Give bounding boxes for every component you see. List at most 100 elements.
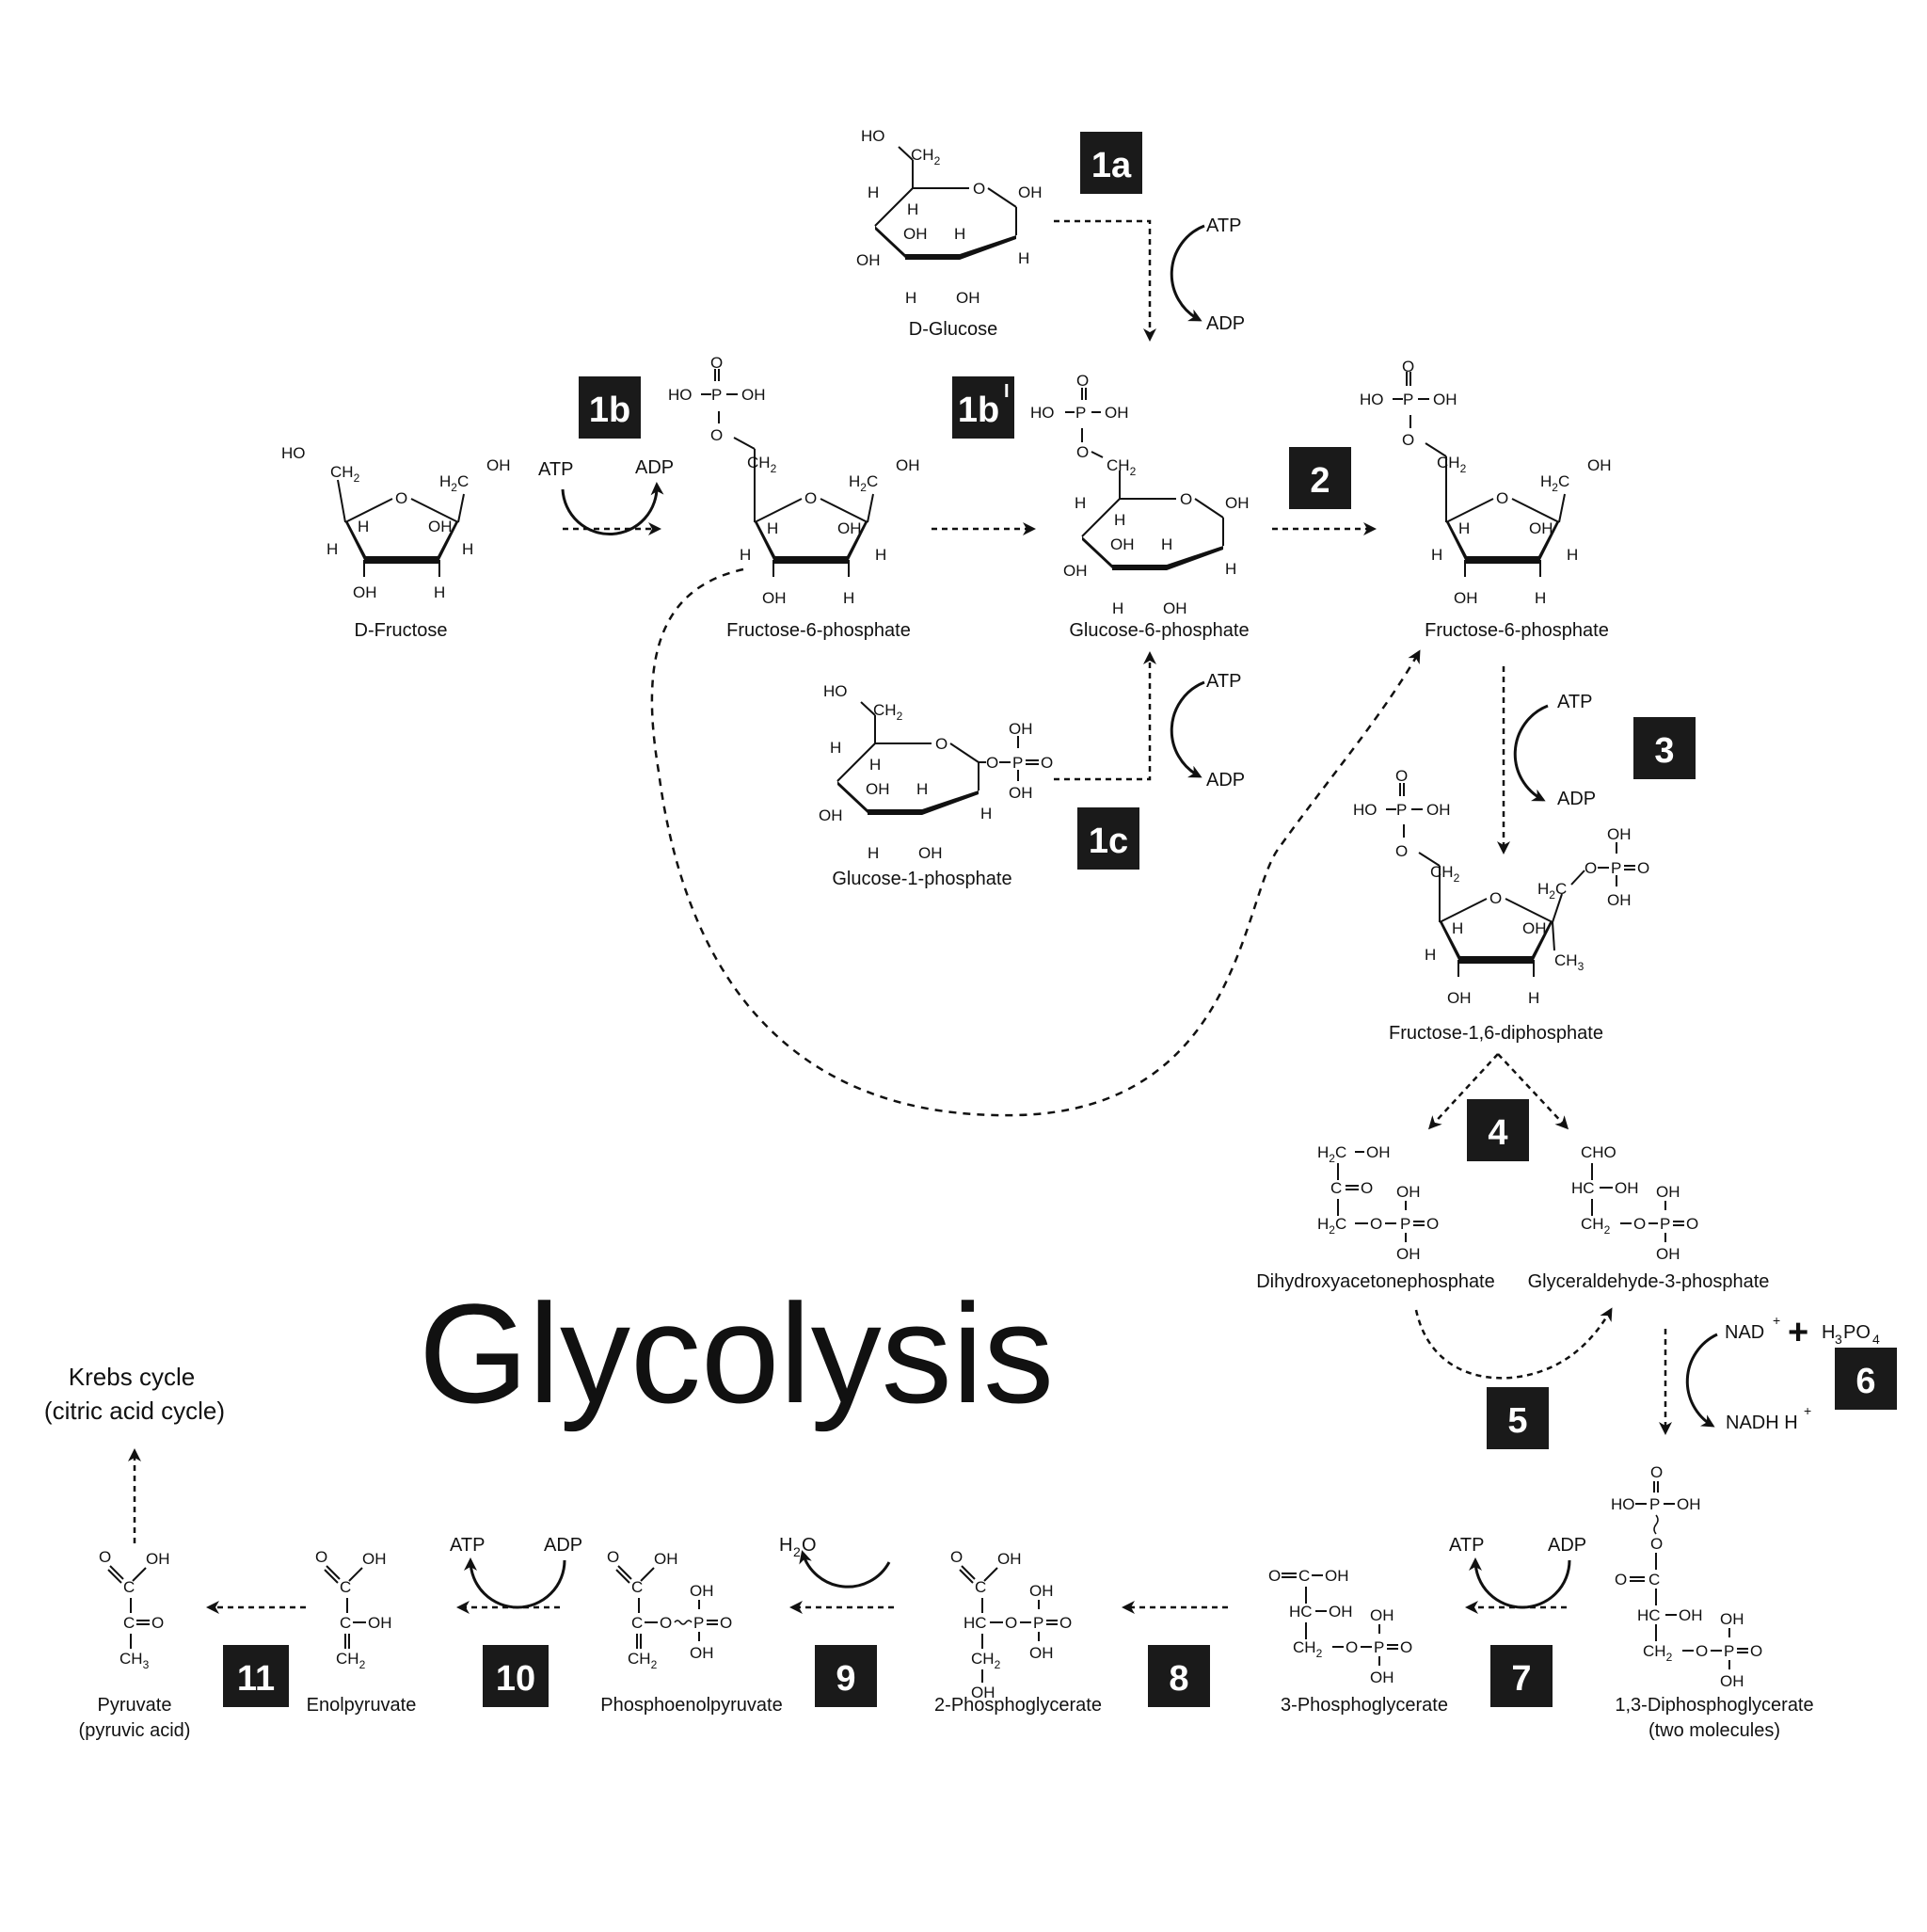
- step-10-adp-atp-curve: [464, 1557, 566, 1609]
- 2-phosphoglycerate-label: 2-Phosphoglycerate: [934, 1695, 1102, 1716]
- svg-text:H: H: [1431, 546, 1442, 564]
- step-10-adp: ADP: [544, 1535, 582, 1556]
- svg-text:OH: OH: [918, 844, 943, 862]
- svg-text:C: C: [123, 1614, 135, 1632]
- step-7-adp-atp-curve: [1469, 1557, 1571, 1609]
- svg-text:OH: OH: [368, 1614, 392, 1632]
- svg-text:OH: OH: [1720, 1610, 1744, 1628]
- step-6-h3po4-4: 4: [1872, 1332, 1880, 1347]
- svg-text:H: H: [875, 546, 886, 564]
- svg-text:4: 4: [1488, 1113, 1507, 1153]
- d-fructose-structure: HO CH2 O H2C OH H H OH H OH H: [281, 444, 511, 601]
- svg-text:O: O: [1076, 372, 1089, 390]
- step-1b-atp-adp-curve: [561, 482, 664, 536]
- svg-text:P: P: [1649, 1495, 1660, 1513]
- svg-text:O: O: [710, 354, 723, 372]
- svg-text:OH: OH: [997, 1550, 1022, 1568]
- svg-text:O: O: [1650, 1535, 1663, 1553]
- svg-text:OH: OH: [866, 780, 890, 798]
- svg-text:O: O: [1346, 1638, 1358, 1656]
- svg-text:O: O: [607, 1548, 619, 1566]
- step-10-atp: ATP: [450, 1535, 485, 1556]
- enolpyruvate-label: Enolpyruvate: [307, 1695, 417, 1716]
- svg-text:O: O: [1041, 754, 1053, 772]
- svg-text:H2C: H2C: [849, 472, 878, 494]
- svg-text:C: C: [1648, 1571, 1660, 1589]
- diagram-title: Glycolysis: [419, 1274, 1054, 1432]
- svg-text:O: O: [1370, 1215, 1382, 1233]
- step-9-h2o-h: H: [779, 1535, 792, 1556]
- svg-text:O: O: [1361, 1179, 1373, 1197]
- svg-text:OH: OH: [896, 456, 920, 474]
- svg-text:OH: OH: [1370, 1606, 1394, 1624]
- step-3-atp-adp-curve: [1513, 704, 1549, 802]
- svg-text:P: P: [1033, 1614, 1043, 1632]
- svg-text:H: H: [980, 805, 992, 822]
- svg-text:O: O: [1650, 1463, 1663, 1481]
- step-6-nadh-charge: +: [1804, 1403, 1811, 1418]
- svg-text:HC: HC: [1637, 1606, 1661, 1624]
- svg-text:3: 3: [1654, 731, 1674, 771]
- svg-text:1c: 1c: [1089, 822, 1128, 861]
- svg-text:6: 6: [1855, 1362, 1875, 1401]
- svg-text:H: H: [358, 518, 369, 535]
- svg-text:H: H: [767, 519, 778, 537]
- step-3-badge: 3: [1633, 717, 1696, 779]
- pyruvate-structure: O C OH C O CH3: [99, 1548, 170, 1671]
- svg-text:O: O: [1400, 1638, 1412, 1656]
- pyruvate-note: (pyruvic acid): [79, 1720, 191, 1741]
- phosphoenolpyruvate-label: Phosphoenolpyruvate: [600, 1695, 782, 1716]
- svg-text:OH: OH: [1370, 1669, 1394, 1686]
- svg-text:OH: OH: [1163, 599, 1187, 617]
- svg-text:11: 11: [237, 1659, 275, 1699]
- svg-text:H2C: H2C: [1537, 880, 1567, 902]
- svg-text:O: O: [950, 1548, 963, 1566]
- step-1c-atp-adp-curve: [1170, 680, 1205, 778]
- fructose-6-phosphate-right-structure: O HO P OH O CH2 O H2C OH H H OH H OH H: [1360, 358, 1612, 607]
- fructose-1-6-diphosphate-structure: O HO P OH O CH2 O H2C O P O OH OH H H OH…: [1353, 767, 1649, 1007]
- svg-text:OH: OH: [1063, 562, 1088, 580]
- svg-text:H: H: [1161, 535, 1172, 553]
- step-6-nadh: NADH H: [1726, 1413, 1798, 1433]
- step-1b-adp: ADP: [635, 457, 674, 478]
- svg-text:OH: OH: [1396, 1245, 1421, 1263]
- step-1c-atp: ATP: [1206, 671, 1241, 692]
- svg-text:CH2: CH2: [330, 463, 360, 485]
- step-6-nad: NAD: [1725, 1322, 1764, 1343]
- svg-text:O: O: [1005, 1614, 1017, 1632]
- glyceraldehyde-3-phosphate-label: Glyceraldehyde-3-phosphate: [1528, 1271, 1770, 1292]
- svg-text:O: O: [395, 489, 407, 507]
- svg-text:OH: OH: [486, 456, 511, 474]
- svg-text:O: O: [99, 1548, 111, 1566]
- svg-text:5: 5: [1507, 1401, 1527, 1441]
- svg-text:CH2: CH2: [1107, 456, 1137, 478]
- svg-text:OH: OH: [1225, 494, 1250, 512]
- svg-text:P: P: [1012, 754, 1023, 772]
- step-4-arrow-right: [1497, 1053, 1569, 1130]
- svg-text:O: O: [1059, 1614, 1072, 1632]
- svg-text:1a: 1a: [1091, 146, 1132, 185]
- svg-text:O: O: [660, 1614, 672, 1632]
- d-glucose-structure: HO CH2 O OH H H H OH OH H H OH: [856, 127, 1043, 307]
- 1-3-diphosphoglycerate-label: 1,3-Diphosphoglycerate: [1615, 1695, 1813, 1716]
- svg-text:H: H: [1114, 511, 1125, 529]
- svg-text:H: H: [905, 289, 916, 307]
- svg-text:OH: OH: [146, 1550, 170, 1568]
- svg-text:P: P: [1724, 1642, 1734, 1660]
- enolpyruvate-structure: O C OH C OH CH2: [315, 1548, 392, 1671]
- glucose-6-phosphate-label: Glucose-6-phosphate: [1069, 620, 1249, 641]
- svg-text:OH: OH: [1615, 1179, 1639, 1197]
- svg-text:HO: HO: [281, 444, 306, 462]
- step-1a-atp: ATP: [1206, 216, 1241, 236]
- svg-text:OH: OH: [654, 1550, 678, 1568]
- svg-text:H2C: H2C: [1540, 472, 1569, 494]
- svg-text:H: H: [740, 546, 751, 564]
- step-1c-arrow: [1054, 651, 1156, 781]
- svg-text:OH: OH: [1018, 184, 1043, 201]
- svg-text:O: O: [804, 489, 817, 507]
- svg-text:O: O: [1426, 1215, 1439, 1233]
- svg-text:CH2: CH2: [1581, 1215, 1611, 1237]
- krebs-note: (citric acid cycle): [44, 1397, 225, 1425]
- svg-text:OH: OH: [856, 251, 881, 269]
- step-8-badge: 8: [1148, 1645, 1210, 1707]
